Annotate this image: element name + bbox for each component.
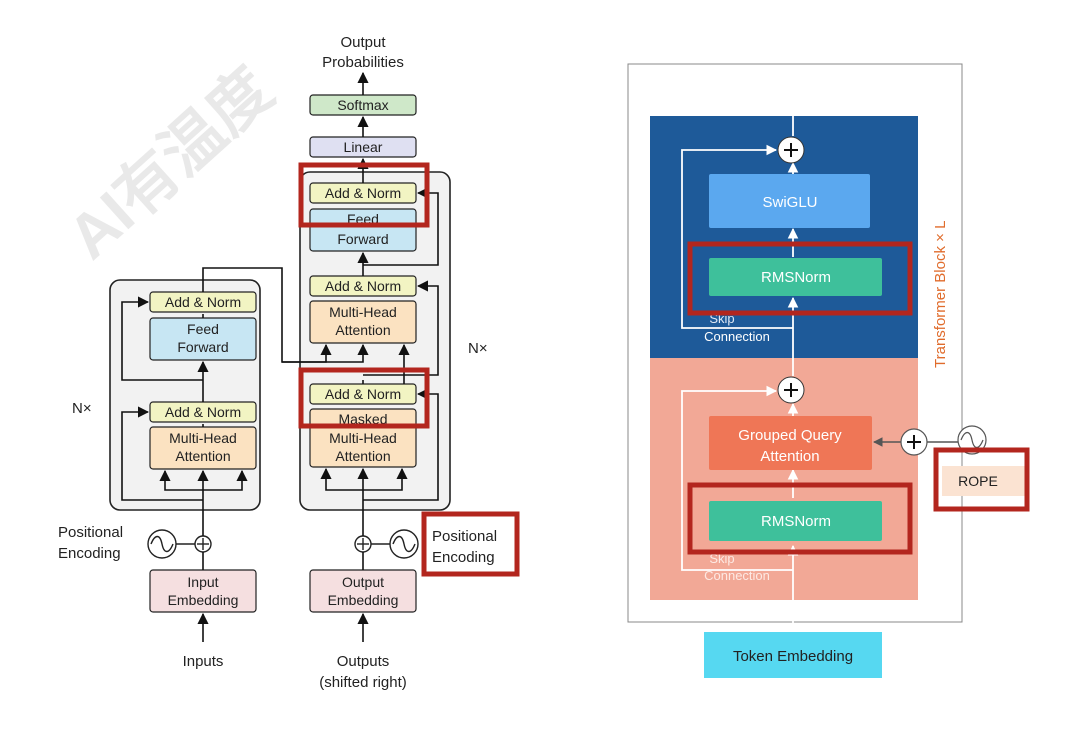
svg-text:Attention: Attention [760,448,819,465]
svg-text:Token Embedding: Token Embedding [733,648,853,665]
transformer-highlights [298,162,520,577]
rope-block: ROPE [942,466,1026,496]
decoder-add-norm-middle: Add & Norm [309,275,417,297]
highlight-decoder-add-norm-bottom [298,367,430,429]
encoder-feed-forward: Feed Forward [149,317,257,361]
llama-diagram: SwiGLU RMSNorm Grouped Query Attention R… [627,63,1030,678]
svg-text:Forward: Forward [337,231,388,247]
rmsnorm-attention-block: RMSNorm [709,501,882,541]
encoder-positional-encoding-icon [147,529,177,559]
highlight-positional-encoding [421,511,520,577]
svg-text:Add & Norm: Add & Norm [165,294,241,310]
svg-text:Attention: Attention [335,322,390,338]
encoder-positional-encoding-label-line2: Encoding [58,545,121,562]
svg-text:Masked: Masked [338,411,387,427]
swiglu-block: SwiGLU [709,174,870,228]
llama-connectors [681,90,799,620]
svg-text:Multi-Head: Multi-Head [329,430,397,446]
token-embedding-block: Token Embedding [704,632,882,678]
svg-text:RMSNorm: RMSNorm [761,269,831,286]
svg-text:Output: Output [342,574,384,590]
svg-text:Add & Norm: Add & Norm [325,278,401,294]
decoder-multi-head-attention: Multi-Head Attention [309,300,417,344]
encoder-add-icon [194,535,212,553]
highlight-decoder-add-norm-top [298,162,430,228]
encoder-multi-head-attention: Multi-Head Attention [149,426,257,470]
output-probabilities-line2: Probabilities [322,54,404,71]
svg-text:Multi-Head: Multi-Head [169,430,237,446]
encoder-nx-label: N× [72,400,92,417]
encoder-stack [109,279,261,511]
output-embedding-block: Output Embedding [309,569,417,613]
svg-text:Add & Norm: Add & Norm [165,404,241,420]
svg-text:Linear: Linear [344,139,383,155]
outputs-label-line1: Outputs [337,653,390,670]
decoder-masked-multi-head-attention: Masked Multi-Head Attention [309,408,417,468]
svg-text:Attention: Attention [175,448,230,464]
svg-text:Embedding: Embedding [328,592,399,608]
decoder-nx-label: N× [468,340,488,357]
svg-text:Add & Norm: Add & Norm [325,185,401,201]
attention-skip-label-line1: Skip [709,551,734,566]
encoder-positional-encoding-label-line1: Positional [58,524,123,541]
decoder-positional-encoding-label-line2: Encoding [432,549,495,566]
highlight-rope [933,447,1030,512]
highlight-rmsnorm-attention [687,482,913,555]
rope-sine-icon [957,425,987,455]
encoder-add-norm-top: Add & Norm [149,291,257,313]
ffn-add-icon [777,136,805,164]
decoder-feed-forward: Feed Forward [309,208,417,252]
inputs-label: Inputs [183,653,224,670]
svg-text:Feed: Feed [187,321,219,337]
decoder-positional-encoding-label-line1: Positional [432,528,497,545]
decoder-add-norm-bottom: Add & Norm [309,383,417,405]
attention-skip-label-line2: Connection [704,568,770,583]
svg-text:SwiGLU: SwiGLU [762,194,817,211]
highlight-rmsnorm-ffn [687,241,913,316]
outputs-label-line2: (shifted right) [319,674,407,691]
rope-add-icon [900,428,928,456]
grouped-query-attention-block: Grouped Query Attention [709,416,872,470]
svg-text:RMSNorm: RMSNorm [761,513,831,530]
output-probabilities-line1: Output [340,34,386,51]
decoder-positional-encoding-icon [389,529,419,559]
svg-text:Softmax: Softmax [337,97,388,113]
transformer-block-label: Transformer Block × L [932,221,949,368]
svg-text:Forward: Forward [177,339,228,355]
rmsnorm-ffn-block: RMSNorm [709,258,882,296]
linear-block: Linear [309,136,417,158]
svg-text:Input: Input [187,574,218,590]
svg-text:Grouped Query: Grouped Query [738,427,842,444]
input-embedding-block: Input Embedding [149,569,257,613]
ffn-skip-label-line2: Connection [704,329,770,344]
svg-text:Multi-Head: Multi-Head [329,304,397,320]
svg-text:Attention: Attention [335,448,390,464]
attention-add-icon [777,376,805,404]
softmax-block: Softmax [309,94,417,116]
svg-text:Embedding: Embedding [168,592,239,608]
decoder-add-norm-top: Add & Norm [309,182,417,204]
svg-text:Add & Norm: Add & Norm [325,386,401,402]
llama-highlights [687,241,1030,555]
transformer-diagram: AI有温度 Add & Norm Feed Forward Add & Norm… [38,10,538,695]
svg-text:ROPE: ROPE [958,473,998,489]
decoder-add-icon [354,535,372,553]
encoder-add-norm-bottom: Add & Norm [149,401,257,423]
